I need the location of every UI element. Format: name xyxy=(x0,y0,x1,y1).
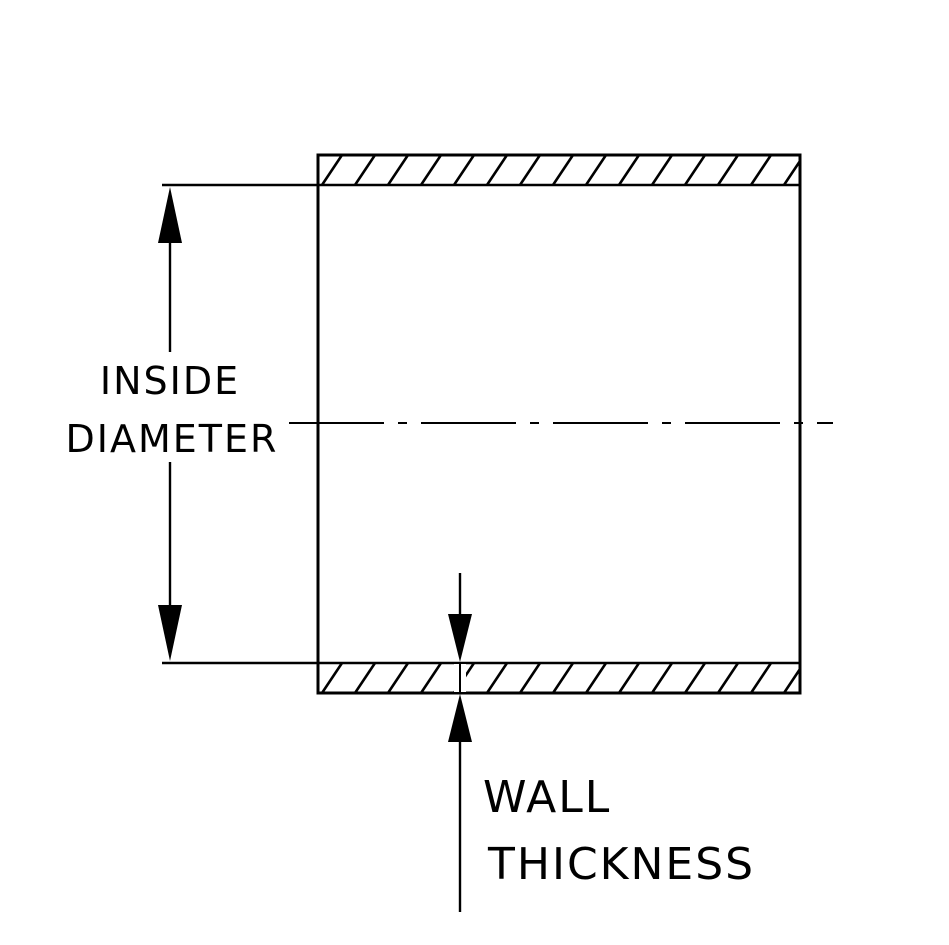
top-wall-hatching xyxy=(318,155,800,185)
wall-thickness-label-line2: THICKNESS xyxy=(487,839,755,890)
inside-diameter-arrow-up-icon xyxy=(158,187,182,243)
wall-thickness-label-line1: WALL xyxy=(483,772,611,823)
inside-diameter-label-line1: INSIDE xyxy=(100,359,240,403)
inside-diameter-label-line2: DIAMETER xyxy=(66,417,279,461)
inside-diameter-arrow-down-icon xyxy=(158,605,182,661)
wall-thickness-arrow-down-icon xyxy=(448,614,472,662)
wall-thickness-arrow-up-icon xyxy=(448,694,472,742)
bottom-wall-hatching xyxy=(318,663,800,693)
